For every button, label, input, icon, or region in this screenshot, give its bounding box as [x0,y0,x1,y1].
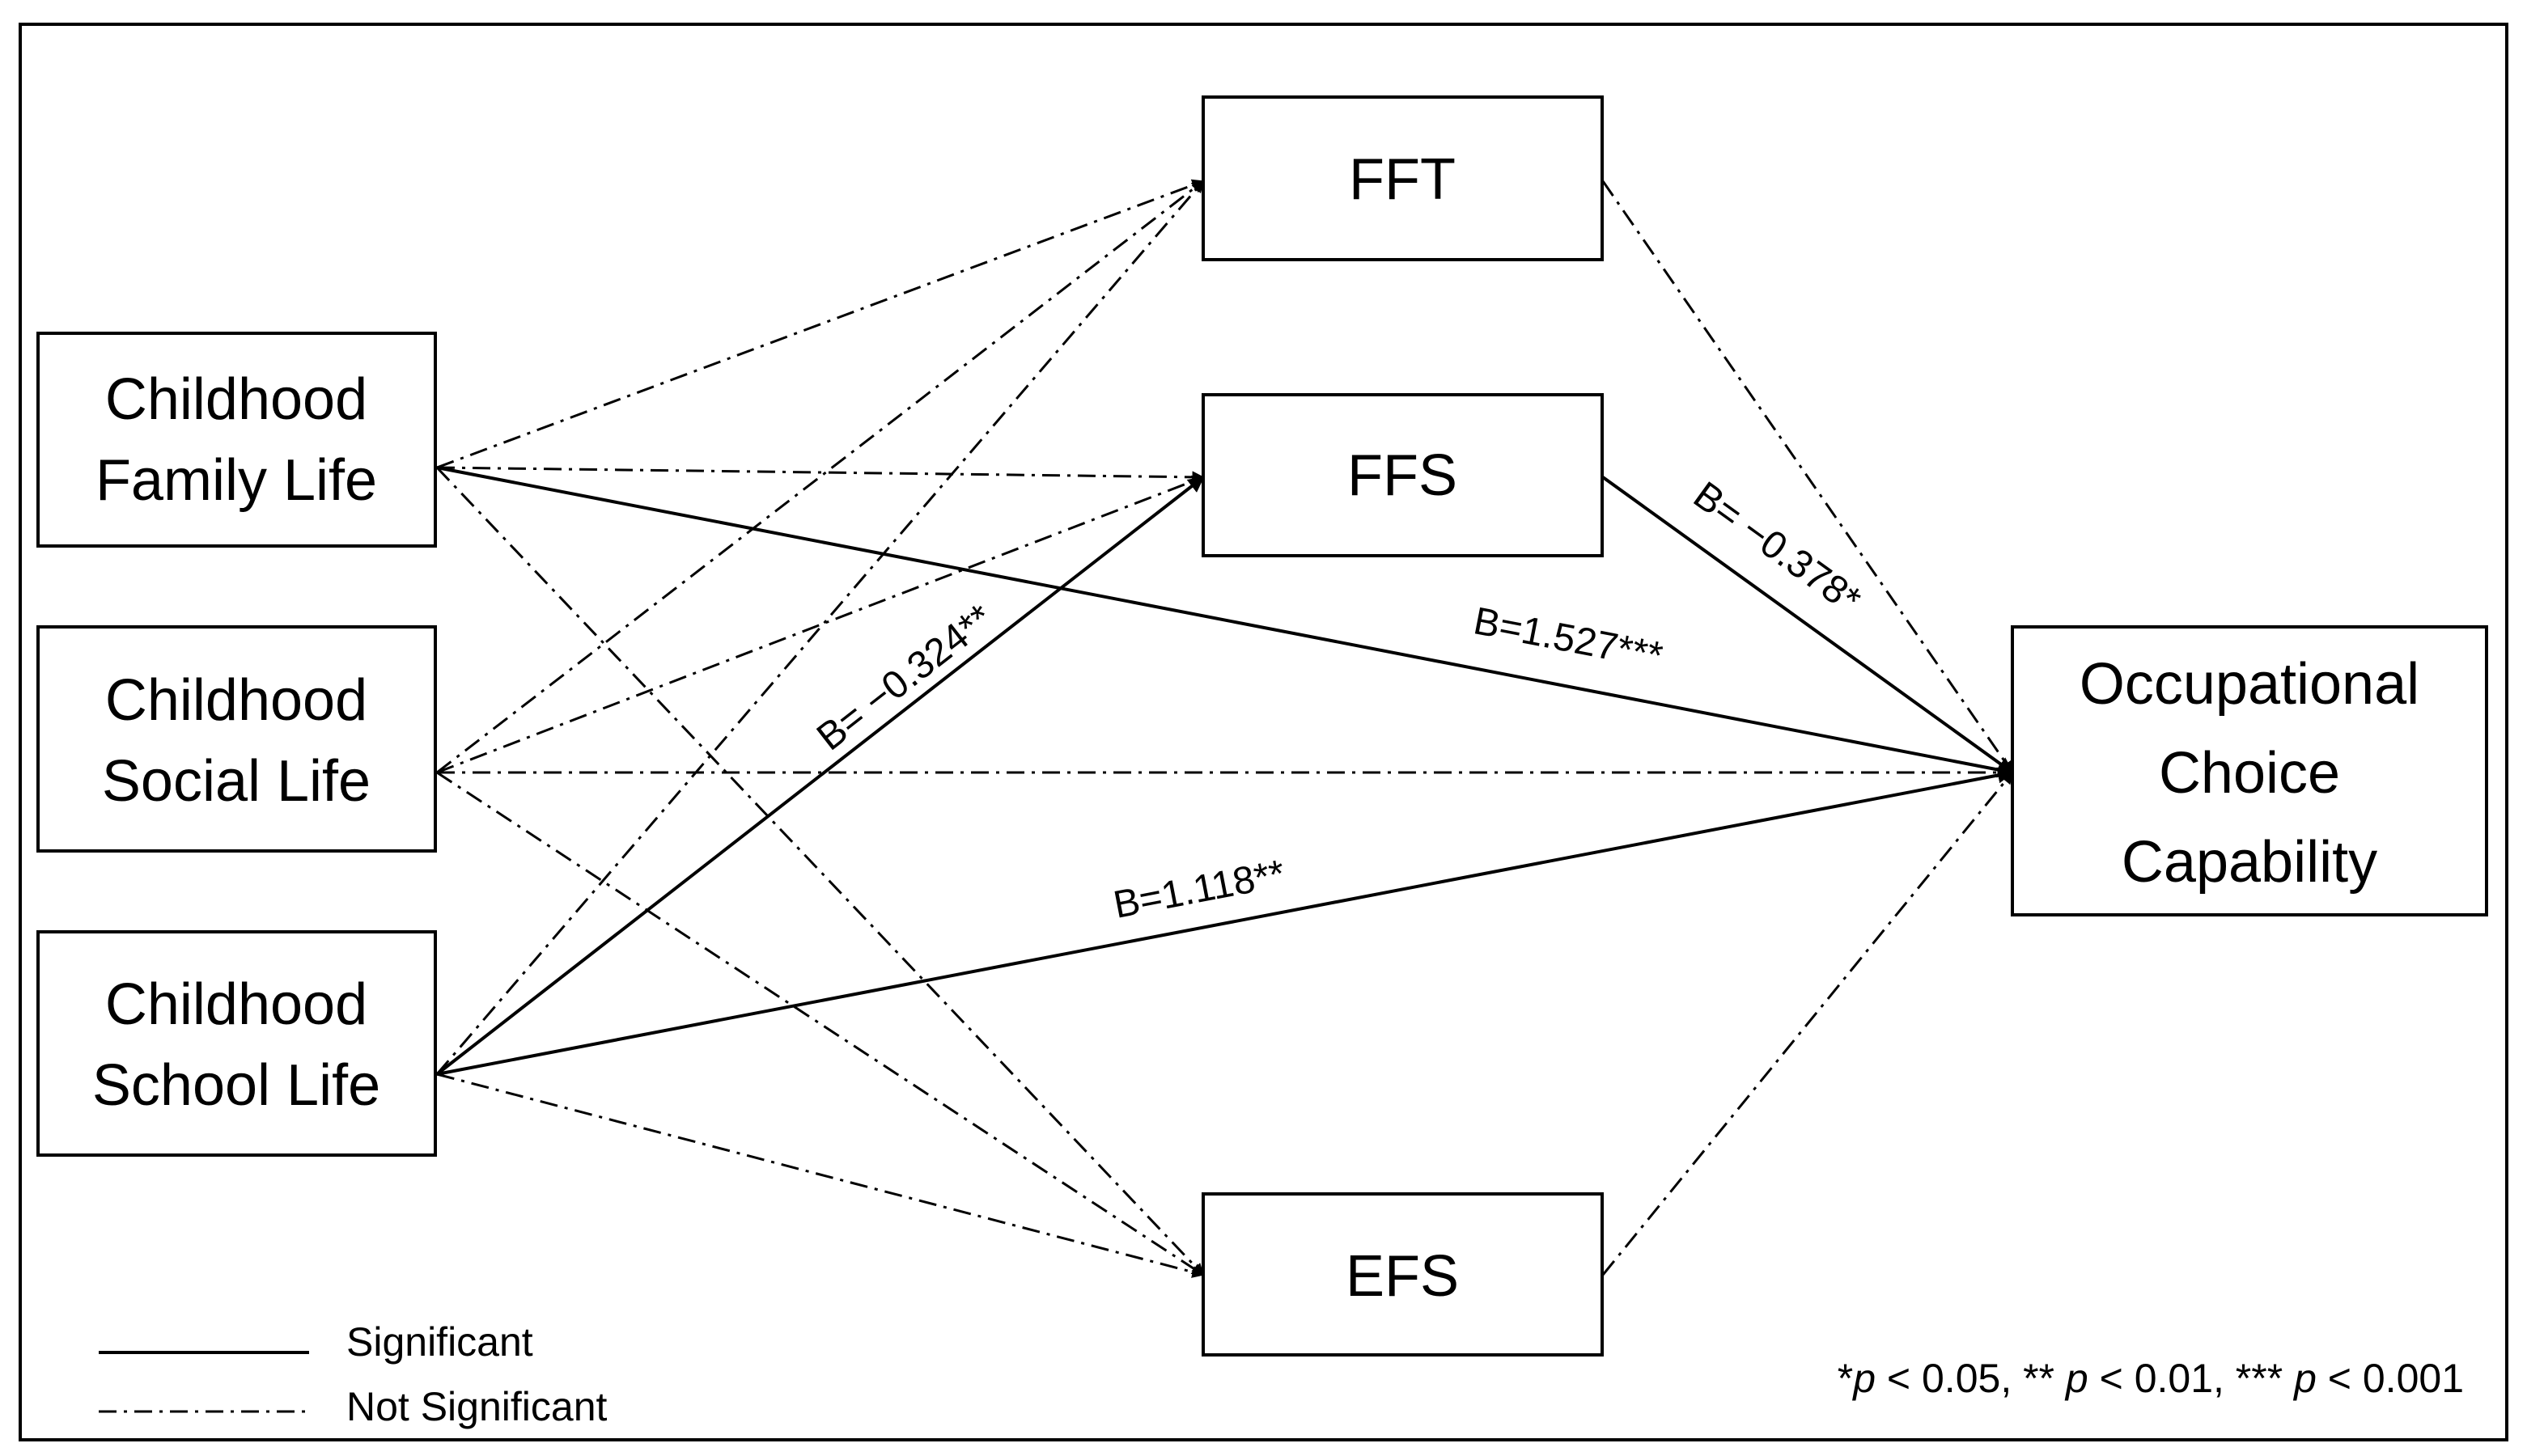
node-childhood-school-life-line-1: Childhood [105,972,367,1037]
node-occupational-choice-capability-line-1: Occupational [2080,652,2419,717]
node-fft: FFT [1202,95,1604,261]
node-fft-label: FFT [1349,147,1456,212]
edge-school-to-fft [435,180,1205,1075]
edge-efs-to-outcome [1601,771,2014,1276]
edge-label-school-to-ffs: B= −0.324** [809,596,1001,759]
node-childhood-family-life-line-1: Childhood [105,367,367,432]
edges-layer [435,179,2014,1278]
node-childhood-school-life-line-2: School Life [92,1053,380,1118]
node-childhood-social-life: Childhood Social Life [36,625,437,853]
edge-social-to-ffs [436,475,1205,774]
node-childhood-family-life: Childhood Family Life [36,332,437,548]
edge-family-to-efs [435,466,1205,1276]
figure-frame [19,23,2508,1441]
edge-family-to-outcome [436,466,2014,778]
legend: Significant Not Significant [99,1319,607,1429]
edge-school-to-efs [436,1073,1205,1278]
edge-school-to-ffs [435,476,1205,1076]
node-childhood-family-life-line-2: Family Life [95,448,377,513]
node-ffs-label: FFS [1347,443,1457,508]
edge-ffs-to-outcome [1601,476,2014,774]
node-efs-box [1202,1192,1604,1357]
node-occupational-choice-capability-line-3: Capability [2122,830,2377,895]
legend-significant-label: Significant [346,1319,533,1365]
node-occupational-choice-capability: Occupational Choice Capability [2011,625,2488,916]
node-efs: EFS [1202,1192,1604,1357]
node-occupational-choice-capability-line-2: Choice [2159,741,2340,806]
edge-label-family-to-outcome: B=1.527*** [1470,599,1666,678]
edge-fft-to-outcome [1601,180,2014,774]
node-childhood-family-life-box [36,332,437,548]
node-ffs: FFS [1202,393,1604,557]
significance-note: *p < 0.05, ** p < 0.01, *** p < 0.001 [1838,1356,2464,1401]
node-fft-box [1202,95,1604,261]
edge-family-to-ffs [436,466,1205,484]
legend-not-significant-label: Not Significant [346,1384,607,1429]
node-childhood-school-life-box [36,930,437,1157]
node-childhood-social-life-box [36,625,437,853]
edge-label-ffs-to-outcome: B= −0.378* [1685,474,1868,623]
node-childhood-social-life-line-2: Social Life [102,749,371,814]
node-childhood-social-life-line-1: Childhood [105,668,367,733]
node-occupational-choice-capability-box [2011,625,2488,916]
edge-school-to-outcome [436,767,2014,1076]
node-efs-label: EFS [1346,1244,1459,1309]
edge-social-to-efs [436,771,1205,1276]
node-ffs-box [1202,393,1604,557]
node-childhood-school-life: Childhood School Life [36,930,437,1157]
edge-family-to-fft [436,179,1205,469]
